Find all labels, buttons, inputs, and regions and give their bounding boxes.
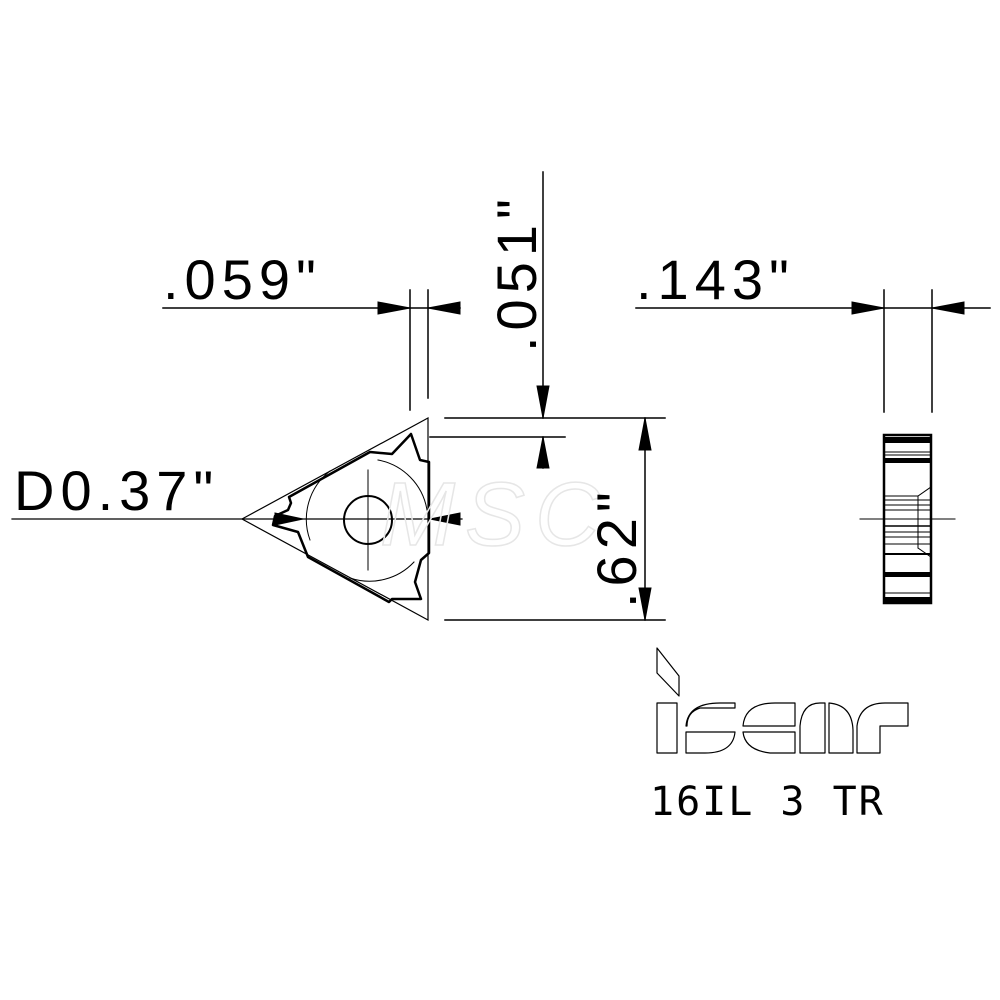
arrow-right-icon	[429, 512, 461, 526]
part-number: 16IL 3 TR	[650, 779, 885, 825]
iscar-logo	[656, 647, 909, 754]
label-inscribed-height: .62"	[585, 486, 648, 608]
label-offset: .051"	[485, 193, 548, 352]
dimension-062	[444, 417, 666, 621]
insert-side-view	[859, 433, 956, 605]
dimension-143	[635, 289, 991, 413]
dimension-059	[162, 289, 461, 411]
label-diameter: D0.37"	[14, 459, 219, 522]
arrow-left-icon	[274, 512, 304, 526]
inscribed-circle-arc	[305, 470, 331, 541]
insert-front-view	[240, 416, 461, 622]
mounting-hole	[343, 495, 393, 545]
watermark: MSC	[380, 465, 610, 565]
dimension-051	[429, 171, 566, 469]
label-thread-width: .059"	[163, 248, 322, 311]
label-thickness: .143"	[636, 248, 795, 311]
